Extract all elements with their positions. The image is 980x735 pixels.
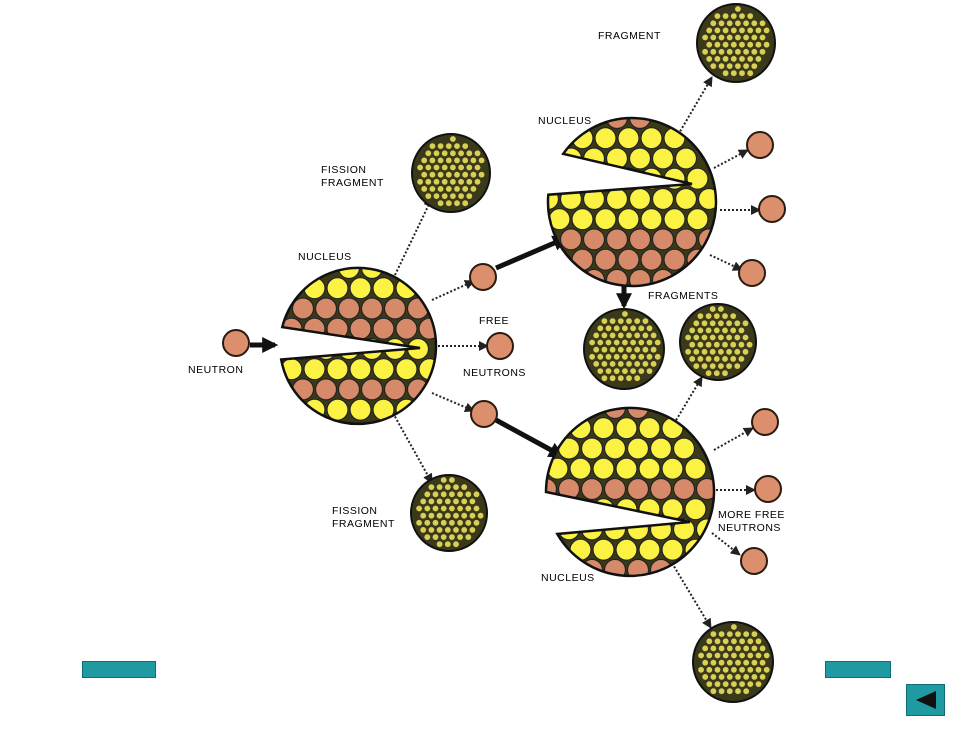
nav-bar-right[interactable] — [825, 661, 891, 678]
arrow-bottom-to-neutron-1 — [713, 427, 754, 451]
neutron-top-3 — [738, 259, 766, 287]
fragment-right — [679, 303, 757, 381]
neutron-top-1 — [746, 131, 774, 159]
free-neutron-middle — [486, 332, 514, 360]
fragment-left — [583, 308, 665, 390]
label-neutron: NEUTRON — [188, 364, 244, 376]
neutrons — [222, 131, 786, 575]
fragment-bottom — [692, 621, 774, 703]
arrow-to-neutron-upper — [431, 280, 475, 301]
label-fission-fragment-bottom-line2: FRAGMENT — [332, 518, 395, 530]
label-free: FREE — [479, 315, 510, 327]
arrow-to-fission-fragment-top — [394, 197, 433, 276]
arrow-top-to-neutron-3 — [709, 254, 743, 271]
nucleus-top — [546, 116, 718, 288]
neutron-top-2 — [758, 195, 786, 223]
neutron-bottom-3 — [740, 547, 768, 575]
label-fission-fragment-top-line1: FISSION — [321, 164, 367, 176]
arrow-to-fission-fragment-bottom — [392, 412, 433, 484]
neutron-bottom-2 — [754, 475, 782, 503]
nuclei — [279, 116, 718, 578]
arrow-to-nucleus-top — [495, 235, 569, 271]
label-fission-fragment-bottom-line1: FISSION — [332, 505, 378, 517]
back-button[interactable] — [906, 684, 945, 716]
free-neutron-upper — [469, 263, 497, 291]
fragment-top — [696, 3, 776, 83]
neutron-incoming — [222, 329, 250, 357]
arrow-bottom-to-neutron-3 — [711, 532, 741, 556]
fission-fragment-bottom — [410, 474, 488, 552]
free-neutron-lower — [470, 400, 498, 428]
triangle-left-icon — [916, 691, 936, 709]
label-fragments: FRAGMENTS — [648, 290, 719, 302]
fission-fragment-top — [411, 133, 491, 213]
arrow-to-fragment-top — [667, 76, 713, 153]
nucleus-main — [279, 266, 438, 426]
label-fragment-top: FRAGMENT — [598, 30, 661, 42]
nav-bar-left[interactable] — [82, 661, 156, 678]
label-more-free-line1: MORE FREE — [718, 509, 785, 521]
label-fission-fragment-top-line2: FRAGMENT — [321, 177, 384, 189]
neutron-bottom-1 — [751, 408, 779, 436]
label-more-free-line2: NEUTRONS — [718, 522, 781, 534]
nucleus-bottom — [544, 406, 716, 578]
label-nucleus-main: NUCLEUS — [298, 251, 352, 263]
label-nucleus-bottom: NUCLEUS — [541, 572, 595, 584]
arrow-top-to-neutron-1 — [713, 149, 749, 169]
reaction-arrows — [250, 76, 761, 629]
arrow-bottom-to-fragment-right — [671, 376, 703, 428]
arrow-to-nucleus-bottom — [494, 417, 565, 459]
arrow-bottom-to-fragment-bottom — [671, 562, 712, 629]
label-neutrons: NEUTRONS — [463, 367, 526, 379]
arrow-to-neutron-lower — [431, 392, 475, 413]
label-nucleus-top: NUCLEUS — [538, 115, 592, 127]
fragments — [410, 3, 776, 703]
